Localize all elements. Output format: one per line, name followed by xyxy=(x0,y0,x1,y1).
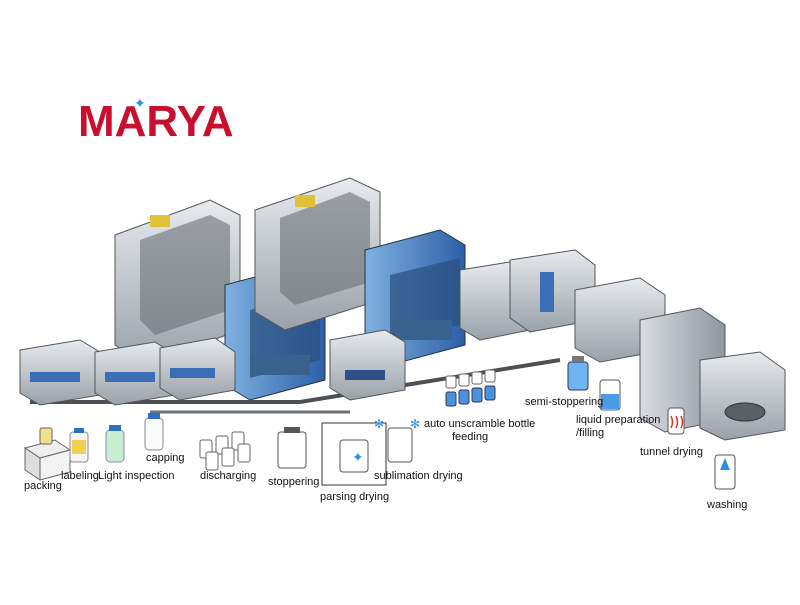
discharging-bottles-icon xyxy=(199,431,251,471)
label-discharging: discharging xyxy=(200,470,257,482)
label-semi-stoppering: semi-stoppering xyxy=(525,396,604,408)
label-tunnel-drying: tunnel drying xyxy=(640,446,703,458)
label-sublimation-drying: sublimation drying xyxy=(374,470,463,482)
label-feeding: feeding xyxy=(452,431,489,443)
light-inspection-bottle-icon xyxy=(105,425,125,463)
stoppering-bottle-icon xyxy=(277,427,307,469)
capping-labeling-line xyxy=(19,337,236,406)
label-auto-unscramble: auto unscramble bottle xyxy=(424,418,536,430)
svg-text:✦: ✦ xyxy=(134,96,146,112)
label-stoppering: stoppering xyxy=(268,476,320,488)
label-capping: capping xyxy=(146,452,185,464)
label-washing: washing xyxy=(707,499,748,511)
semi-stoppering-bottle-icon xyxy=(567,356,589,391)
label-light-inspection: Light inspection xyxy=(98,470,175,482)
capping-bottle-icon xyxy=(144,413,164,451)
label-filling: /filling xyxy=(576,427,605,439)
sublimation-drying-bottle-icon: ✻ ✻ xyxy=(374,417,420,463)
svg-text:MARYA: MARYA xyxy=(78,97,234,144)
label-packing: packing xyxy=(24,480,62,492)
marya-logo: MARYA ✦ xyxy=(78,96,234,144)
svg-text:✦: ✦ xyxy=(352,450,364,466)
tunnel-drying-icon xyxy=(667,407,685,435)
loading-unit xyxy=(329,329,406,401)
labeling-bottle-icon xyxy=(69,428,89,463)
svg-text:✻: ✻ xyxy=(410,417,420,431)
label-labeling: labeling xyxy=(61,470,99,482)
label-parsing-drying: parsing drying xyxy=(320,491,390,503)
filling-line xyxy=(459,249,786,441)
svg-text:✻: ✻ xyxy=(374,417,384,431)
liquid-filling-bottle-icon xyxy=(599,379,621,411)
parsing-drying-chamber-icon: ✦ xyxy=(321,422,387,486)
bottle-feeding-group-icon xyxy=(445,369,496,407)
freeze-dryer-right xyxy=(254,177,466,366)
packing-box-icon xyxy=(23,427,72,481)
label-liquid-preparation: liquid preparation xyxy=(576,414,661,426)
washing-icon xyxy=(714,454,736,490)
